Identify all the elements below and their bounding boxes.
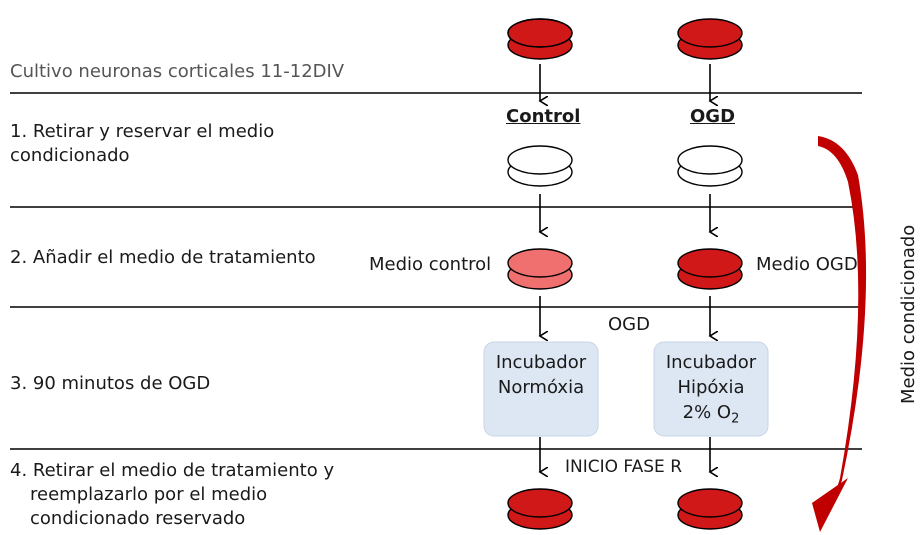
- step-1-line-2: condicionado: [10, 145, 130, 166]
- step-2: 2. Añadir el medio de tratamiento: [10, 246, 316, 270]
- oxygen-subscript: 2: [731, 411, 740, 427]
- incubator-normoxia-box: [483, 341, 599, 437]
- incubator-hipoxia-box: [653, 341, 769, 437]
- step-4-line-1: 4. Retirar el medio de tratamiento y: [10, 460, 335, 481]
- step-4: 4. Retirar el medio de tratamiento y ree…: [10, 459, 358, 531]
- step-2-line-1: 2. Añadir el medio de tratamiento: [10, 247, 316, 268]
- dish-top-ogd: [677, 18, 743, 60]
- incubator-hipoxia-line-1: Incubador: [665, 352, 757, 373]
- ogd-heading: OGD: [690, 106, 736, 127]
- dish-bottom-ogd: [677, 488, 743, 530]
- step-1-line-1: 1. Retirar y reservar el medio: [10, 121, 275, 142]
- incubator-hipoxia-line-3: 2% O2: [655, 400, 767, 432]
- dish-bottom-control: [507, 488, 573, 530]
- culture-label: Cultivo neuronas corticales 11-12DIV: [10, 61, 345, 82]
- ogd-label: OGD: [608, 314, 650, 335]
- inicio-fase-label: INICIO FASE R: [565, 457, 683, 477]
- dish-top-control: [507, 18, 573, 60]
- curved-arrow-medio-condicionado: [818, 136, 867, 520]
- step-1: 1. Retirar y reservar el medio condicion…: [10, 120, 274, 168]
- step-4-line-3: condicionado reservado: [30, 508, 246, 529]
- medio-control-label: Medio control: [369, 254, 492, 275]
- dish-medio-control: [507, 248, 573, 290]
- incubator-hipoxia-text: Incubador Hipóxia 2% O2: [655, 350, 767, 432]
- incubator-normoxia-line-2: Normóxia: [497, 377, 585, 398]
- curved-arrow-head: [812, 478, 848, 532]
- incubator-hipoxia-line-2: Hipóxia: [677, 377, 745, 398]
- control-heading: Control: [506, 106, 581, 127]
- step-4-line-2: reemplazarlo por el medio: [30, 484, 268, 505]
- dish-empty-control: [507, 145, 573, 187]
- dish-medio-ogd: [677, 248, 743, 290]
- medio-ogd-label: Medio OGD: [756, 254, 858, 275]
- medio-condicionado-label: Medio condicionado: [898, 224, 919, 404]
- incubator-normoxia-line-1: Incubador: [495, 352, 587, 373]
- step-3-line-1: 3. 90 minutos de OGD: [10, 373, 211, 394]
- dish-empty-ogd: [677, 145, 743, 187]
- oxygen-percent: 2% O: [682, 402, 732, 423]
- incubator-normoxia-text: Incubador Normóxia: [485, 350, 597, 400]
- step-3: 3. 90 minutos de OGD: [10, 372, 210, 396]
